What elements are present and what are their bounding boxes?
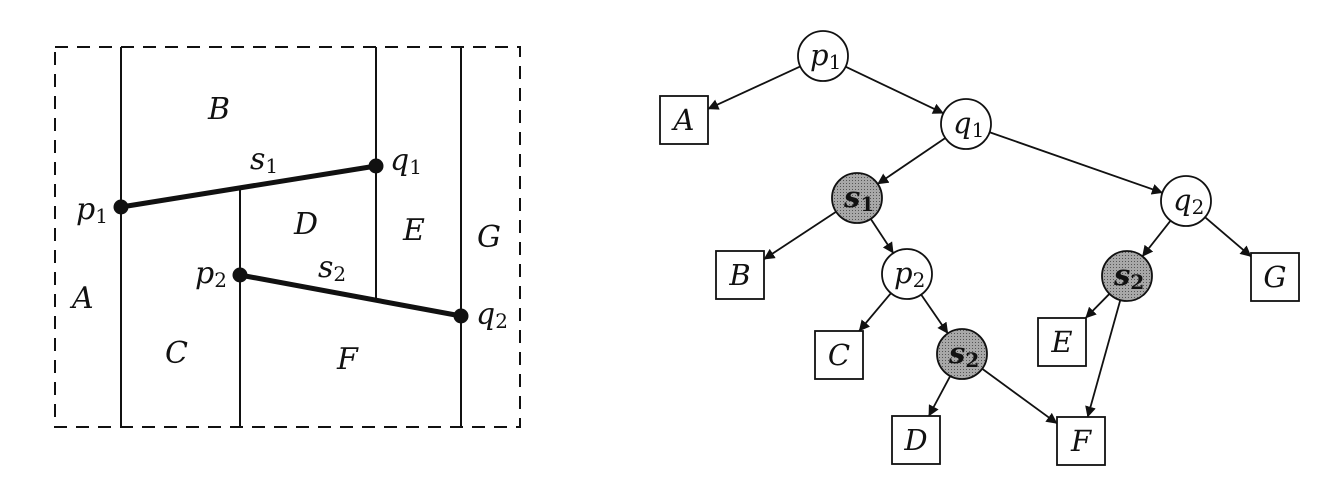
tree-edge-q1-s1 bbox=[877, 137, 946, 185]
tree-node-label-p2: p2 bbox=[894, 256, 925, 292]
tree-node-p1 bbox=[797, 30, 849, 82]
tree-edge-s2b-D bbox=[928, 375, 952, 417]
tree-leaf-label-C: C bbox=[828, 338, 850, 372]
tree-edge-p1-A bbox=[707, 65, 801, 110]
tree-edge-p1-q1 bbox=[845, 65, 944, 115]
tree-leaf-E bbox=[1037, 317, 1087, 367]
region-label-G: G bbox=[477, 220, 501, 255]
tree-leaf-label-F: F bbox=[1070, 424, 1092, 458]
region-label-D: D bbox=[293, 207, 318, 242]
tree-node-s2a bbox=[1101, 250, 1153, 302]
label-q1: q1 bbox=[390, 143, 422, 179]
tree-node-label-s2a: s2 bbox=[1113, 258, 1144, 294]
tree-node-q2 bbox=[1160, 175, 1212, 227]
tree-leaf-label-G: G bbox=[1263, 260, 1286, 294]
point-q2 bbox=[453, 308, 469, 324]
tree-leaves: A B C D E F G bbox=[659, 95, 1300, 466]
tree-leaf-F bbox=[1056, 416, 1106, 466]
tree-nodes: p1 q1 s1 q2 p2 s2 s2 bbox=[797, 30, 1212, 380]
label-p2: p2 bbox=[195, 256, 227, 292]
point-p1 bbox=[113, 199, 129, 215]
tree-edge-q2-G bbox=[1204, 216, 1252, 258]
tree-edge-p2-s2b bbox=[920, 294, 949, 334]
tree-edges bbox=[707, 65, 1252, 425]
tree-node-s1 bbox=[831, 172, 883, 224]
tree-edge-s1-p2 bbox=[869, 218, 895, 254]
label-s1: s1 bbox=[250, 142, 278, 178]
tree-node-label-p1: p1 bbox=[810, 38, 841, 74]
region-label-E: E bbox=[402, 213, 425, 248]
tree-leaf-label-B: B bbox=[728, 258, 750, 292]
region-label-C: C bbox=[165, 336, 188, 371]
search-structure: p1 q1 s1 q2 p2 s2 s2 A B C D E F G bbox=[659, 30, 1300, 466]
tree-leaf-label-E: E bbox=[1050, 325, 1072, 359]
tree-edge-p2-C bbox=[858, 292, 892, 332]
tree-edge-s1-B bbox=[763, 210, 837, 260]
tree-node-s2b bbox=[936, 328, 988, 380]
tree-edge-s2a-E bbox=[1084, 293, 1111, 319]
tree-node-label-q1: q1 bbox=[953, 106, 984, 142]
trapezoidal-map: A B C D E F G p1 q1 p2 q2 s1 s2 bbox=[54, 46, 521, 428]
bounding-box bbox=[54, 46, 521, 428]
tree-node-p2 bbox=[881, 248, 933, 300]
tree-leaf-C bbox=[814, 330, 864, 380]
tree-node-label-s1: s1 bbox=[843, 180, 874, 216]
tree-leaf-A bbox=[659, 95, 709, 145]
tree-leaf-G bbox=[1250, 252, 1300, 302]
tree-leaf-B bbox=[715, 250, 765, 300]
region-label-F: F bbox=[336, 342, 359, 377]
point-q1 bbox=[368, 158, 384, 174]
tree-leaf-D bbox=[891, 415, 941, 465]
tree-node-label-q2: q2 bbox=[1173, 183, 1204, 219]
tree-leaf-label-A: A bbox=[671, 103, 695, 137]
region-label-A: A bbox=[69, 281, 94, 316]
tree-node-label-s2b: s2 bbox=[948, 336, 979, 372]
segment-s2 bbox=[239, 272, 462, 319]
label-q2: q2 bbox=[476, 297, 508, 333]
label-s2: s2 bbox=[318, 250, 346, 286]
segment-s1 bbox=[120, 163, 377, 210]
tree-edge-s2b-F bbox=[981, 368, 1058, 425]
tree-node-q1 bbox=[940, 98, 992, 150]
point-p2 bbox=[232, 267, 248, 283]
label-p1: p1 bbox=[76, 192, 108, 228]
tree-leaf-label-D: D bbox=[903, 423, 927, 457]
region-label-B: B bbox=[207, 92, 230, 127]
tree-edge-s2a-F bbox=[1085, 299, 1122, 418]
tree-edge-q1-q2 bbox=[989, 131, 1163, 195]
tree-edge-q2-s2a bbox=[1141, 220, 1172, 257]
